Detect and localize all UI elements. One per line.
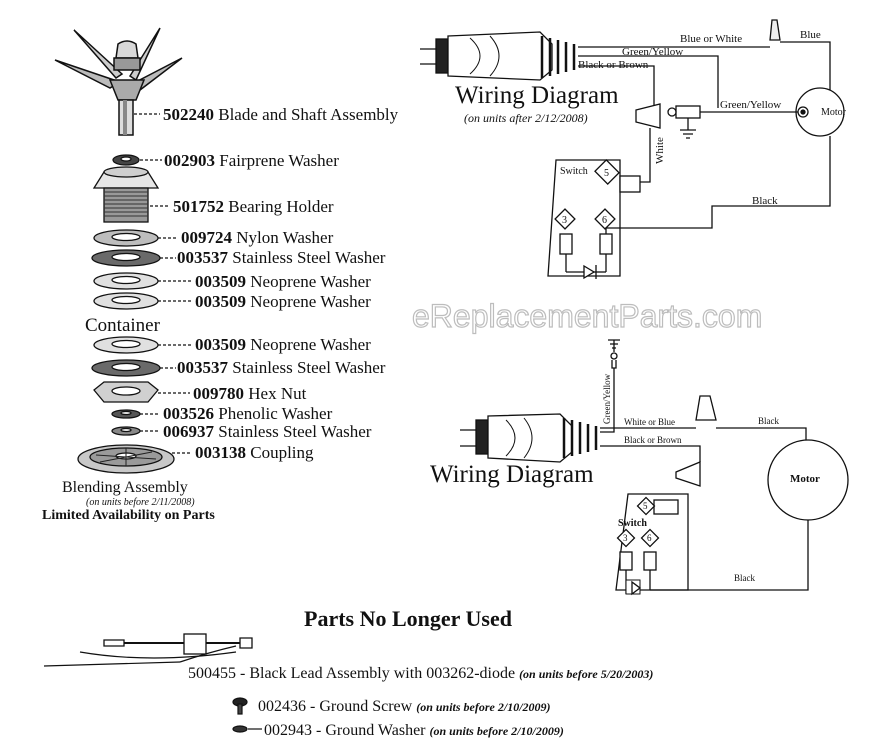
part-label-hex-nut: 009780 Hex Nut [193,384,307,403]
terminal-6-bottom: 6 [647,533,652,543]
wire-label-green-yellow-2: Green/Yellow [720,99,781,111]
wire-nut-white [635,103,661,129]
no-longer-item-ground-screw: 002436 - Ground Screw (on units before 2… [258,698,551,715]
wire-label-blue-or-white: Blue or White [680,33,742,45]
no-longer-item-black-lead: 500455 - Black Lead Assembly with 003262… [188,665,653,682]
wire-label-green-yellow-1: Green/Yellow [622,46,683,58]
wire-label-black-top: Black [758,416,779,426]
wire-nut-blue [769,19,781,41]
motor-label-top: Motor [821,107,847,118]
part-leader-lines [134,113,192,454]
wire-label-black-or-brown: Black or Brown [578,59,649,71]
part-label-stainless-washer-1: 003537 Stainless Steel Washer [177,248,386,267]
fairprene-washer-drawing [112,154,140,166]
no-longer-used-title: Parts No Longer Used [304,606,512,631]
wire-nut-bottom-2 [675,461,701,487]
part-label-phenolic-washer: 003526 Phenolic Washer [163,404,333,423]
part-labels: 502240 Blade and Shaft Assembly 002903 F… [163,105,399,462]
wiring-diagram-bottom-title: Wiring Diagram [430,461,594,488]
terminal-5-top: 5 [604,168,609,179]
part-label-neoprene-washer-1: 003509 Neoprene Washer [195,272,371,291]
wire-label-black: Black [752,195,778,207]
wiring-diagram-top-title: Wiring Diagram [455,82,619,109]
wiring-diagram-top-subtitle: (on units after 2/12/2008) [464,111,588,125]
wire-label-blue: Blue [800,29,821,41]
motor-label-bottom: Motor [790,473,820,485]
part-label-blade-shaft: 502240 Blade and Shaft Assembly [163,105,399,124]
bearing-holder-drawing [92,166,160,223]
wire-label-white-or-blue: White or Blue [624,417,675,427]
terminal-3-top: 3 [562,215,567,226]
ground-connector-top [675,105,701,119]
switch-label-top: Switch [560,166,588,177]
blending-assembly-title: Blending Assembly [62,479,188,496]
black-lead-assembly-drawing [43,633,253,667]
part-label-neoprene-washer-3: 003509 Neoprene Washer [195,335,371,354]
wire-label-green-yellow-bottom: Green/Yellow [602,373,612,424]
wire-label-white: White [654,137,666,164]
part-label-bearing-holder: 501752 Bearing Holder [173,197,334,216]
wiring-bottom-labels: Green/Yellow White or Blue Black Black o… [602,373,820,583]
plug-bottom [475,419,489,455]
plug-top [435,38,449,74]
washer-stack-upper [91,229,161,310]
container-label: Container [85,315,161,336]
wiring-diagram-bottom [460,339,849,596]
availability-note: Limited Availability on Parts [42,508,215,523]
washer-stack-lower [77,336,175,474]
part-label-stainless-washer-3: 006937 Stainless Steel Washer [163,422,372,441]
switch-label-bottom: Switch [618,518,647,529]
wire-label-black-or-brown-bottom: Black or Brown [624,435,682,445]
part-label-neoprene-washer-2: 003509 Neoprene Washer [195,292,371,311]
blade-shaft-assembly-drawing [54,27,183,136]
terminal-3-bottom: 3 [623,533,628,543]
terminal-5-bottom: 5 [643,501,648,511]
part-label-coupling: 003138 Coupling [195,443,314,462]
ground-washer-drawing [232,725,262,733]
wire-nut-bottom [695,395,717,421]
ground-screw-drawing [232,697,248,715]
no-longer-item-ground-washer: 002943 - Ground Washer (on units before … [264,722,564,739]
terminal-6-top: 6 [602,215,607,226]
blending-assembly-note: (on units before 2/11/2008) [86,497,195,508]
wiring-top-labels: Blue or White Blue Green/Yellow Black or… [560,29,847,226]
part-label-nylon-washer: 009724 Nylon Washer [181,228,334,247]
wire-label-black-bottom: Black [734,573,755,583]
watermark: eReplacementParts.com [412,298,762,334]
wiring-diagram-top [420,19,845,280]
part-label-stainless-washer-2: 003537 Stainless Steel Washer [177,358,386,377]
part-label-fairprene-washer: 002903 Fairprene Washer [164,151,339,170]
